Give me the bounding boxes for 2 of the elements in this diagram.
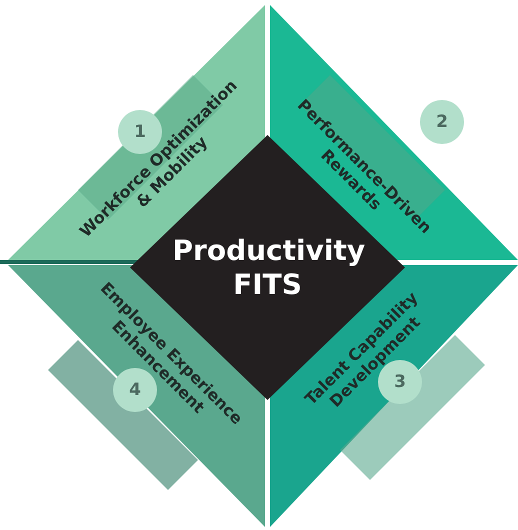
- number-badge: 2: [420, 100, 464, 144]
- center-title: Productivity FITS: [172, 234, 362, 300]
